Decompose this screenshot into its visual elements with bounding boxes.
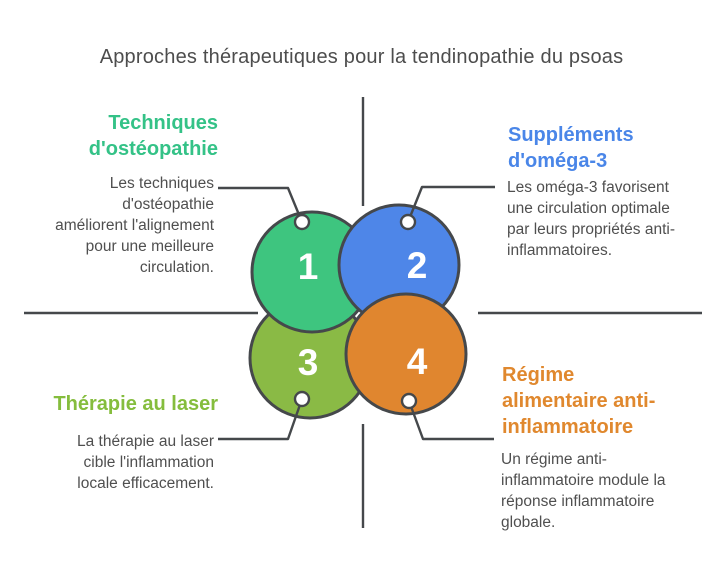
connector-ring-4 — [400, 392, 418, 410]
connector-ring-1 — [293, 213, 311, 231]
step-number-1: 1 — [298, 246, 319, 287]
step-circle-4 — [344, 292, 468, 416]
step-label-1: Techniques d'ostéopathie — [88, 112, 218, 160]
step-description-4: Un régime anti- inflammatoire module la … — [501, 451, 666, 531]
connector-line-1 — [218, 186, 304, 223]
step-description-1: Les techniques d'ostéopathie améliorent … — [55, 175, 214, 276]
step-description-3: La thérapie au laser cible l'inflammatio… — [76, 433, 214, 492]
step-label-2: Suppléments d'oméga-3 — [508, 124, 634, 172]
connector-ring-2 — [399, 213, 417, 231]
connector-ring-3 — [293, 390, 311, 408]
connector-line-2 — [406, 185, 495, 223]
step-number-2: 2 — [407, 245, 428, 286]
step-number-4: 4 — [407, 341, 428, 382]
connector-line-4 — [407, 400, 494, 441]
page-title: Approches thérapeutiques pour la tendino… — [99, 46, 624, 68]
connector-line-3 — [218, 398, 304, 441]
step-description-2: Les oméga-3 favorisent une circulation o… — [507, 179, 675, 259]
step-label-4: Régime alimentaire anti- inflammatoire — [502, 364, 656, 438]
step-number-3: 3 — [298, 342, 319, 383]
step-label-3: Thérapie au laser — [53, 393, 218, 415]
